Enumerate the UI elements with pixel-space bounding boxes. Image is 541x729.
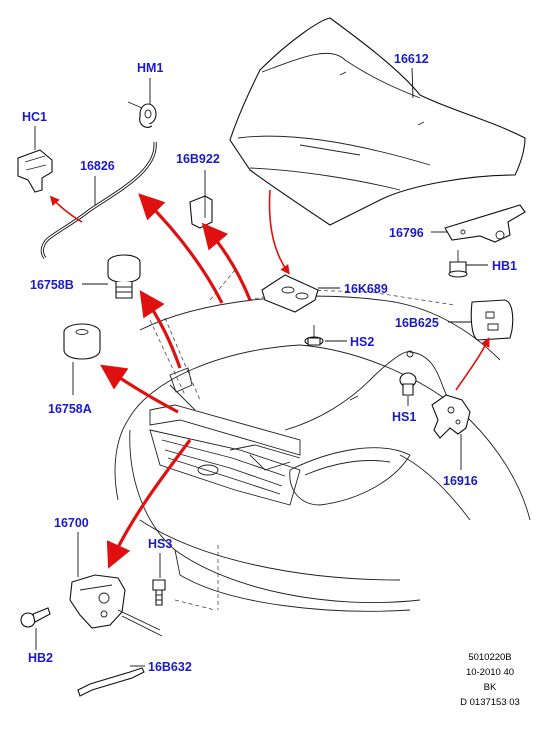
bump-stop-16758b[interactable] xyxy=(107,254,141,299)
label-16826: 16826 xyxy=(80,159,115,173)
label-16612: 16612 xyxy=(394,52,429,66)
reference-line-4: D 0137153 03 xyxy=(460,697,520,708)
bolt-hb2[interactable] xyxy=(20,607,51,628)
prop-rod-16826[interactable] xyxy=(40,141,157,260)
reference-line-3: BK xyxy=(484,682,497,693)
label-hb2: HB2 xyxy=(28,651,53,665)
bolt-hb1[interactable] xyxy=(448,250,468,278)
label-hs1: HS1 xyxy=(392,410,416,424)
hood-panel[interactable] xyxy=(229,17,526,226)
bracket-16b922[interactable] xyxy=(189,195,213,229)
screw-hs1[interactable] xyxy=(399,372,417,396)
bump-stop-16758a[interactable] xyxy=(63,323,101,360)
reference-line-2: 10-2010 40 xyxy=(466,667,514,678)
label-16700: 16700 xyxy=(54,516,89,530)
label-16b922: 16B922 xyxy=(176,152,220,166)
reference-line-1: 5010220B xyxy=(468,652,511,663)
label-hs2: HS2 xyxy=(350,335,374,349)
car-front-body xyxy=(114,269,531,612)
label-16758a: 16758A xyxy=(48,402,92,416)
label-16k689: 16K689 xyxy=(344,282,388,296)
leader-16612 xyxy=(411,67,414,99)
hood-latch-16700[interactable] xyxy=(69,574,163,637)
cable-16b632[interactable] xyxy=(77,667,145,697)
label-16796: 16796 xyxy=(389,226,424,240)
bump-stop-hm1[interactable] xyxy=(127,101,157,128)
reference-block: 5010220B 10-2010 40 BK D 0137153 03 xyxy=(460,652,520,708)
release-lever-16916[interactable] xyxy=(431,394,471,439)
label-16b625: 16B625 xyxy=(395,316,439,330)
cover-16b625[interactable] xyxy=(470,299,514,341)
bolt-hs3[interactable] xyxy=(152,579,166,606)
clip-hc1[interactable] xyxy=(17,149,53,193)
hinge-16796[interactable] xyxy=(444,204,526,243)
label-16916: 16916 xyxy=(443,474,478,488)
label-16b632: 16B632 xyxy=(148,660,192,674)
label-16758b: 16758B xyxy=(30,278,74,292)
label-hb1: HB1 xyxy=(492,259,517,273)
screw-hs2[interactable] xyxy=(304,325,324,346)
location-arrows xyxy=(49,189,490,569)
label-hs3: HS3 xyxy=(148,537,172,551)
label-hc1: HC1 xyxy=(22,110,47,124)
label-hm1: HM1 xyxy=(137,61,163,75)
latch-striker-16k689[interactable] xyxy=(261,274,319,313)
